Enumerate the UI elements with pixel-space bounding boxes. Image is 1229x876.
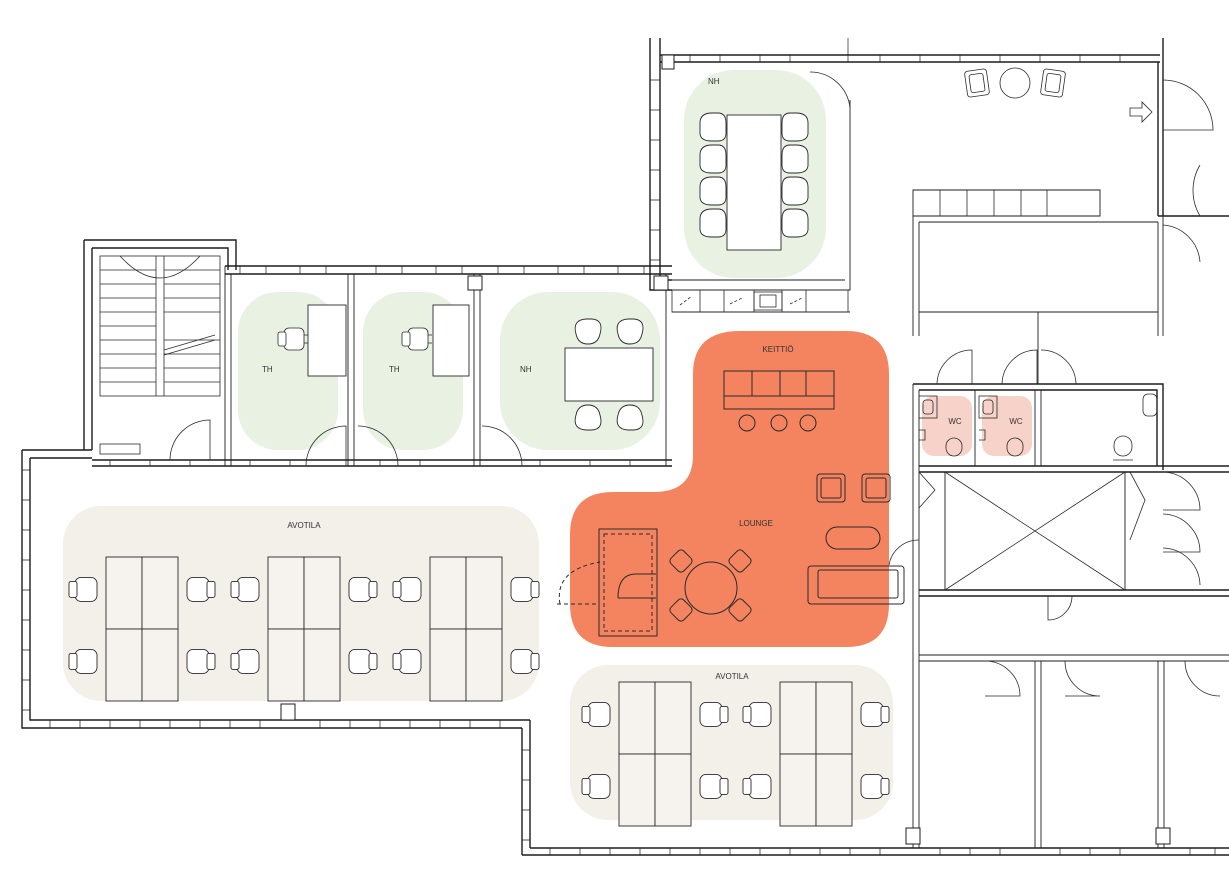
desk-chair <box>236 648 260 674</box>
desk-chair <box>860 773 884 799</box>
desk-chair-back <box>368 580 378 598</box>
avotila-desks <box>68 556 890 827</box>
desk <box>429 556 467 630</box>
desk-chair <box>74 576 98 602</box>
desk-chair-back <box>206 652 216 670</box>
desk <box>141 628 179 702</box>
lobby-furniture <box>939 67 1066 216</box>
desk-chair <box>860 701 884 727</box>
desk-chair-back <box>880 705 890 723</box>
label-nh-mid: NH <box>520 365 532 374</box>
lounge-furniture <box>557 370 905 637</box>
desk-chair <box>186 576 210 602</box>
desk <box>303 556 341 630</box>
desk-chair <box>74 648 98 674</box>
room-labels: NH TH TH NH KEITTIÖ LOUNGE WC WC AVOTILA… <box>262 77 1023 681</box>
desk <box>654 753 692 827</box>
desk-chair <box>186 648 210 674</box>
desk-chair-back <box>530 580 540 598</box>
desk <box>779 753 817 827</box>
label-nh-top: NH <box>708 77 720 86</box>
arrow-right-icon <box>1129 101 1153 123</box>
label-wc-2: WC <box>1009 417 1023 426</box>
desk <box>303 628 341 702</box>
staircase <box>99 255 221 455</box>
desk <box>267 628 305 702</box>
desk-chair-back <box>581 705 591 723</box>
desk-chair-back <box>368 652 378 670</box>
th-furniture <box>277 304 470 377</box>
desk <box>618 753 656 827</box>
desk-chair <box>398 576 422 602</box>
desk <box>141 556 179 630</box>
desk-chair <box>398 648 422 674</box>
desk <box>815 753 853 827</box>
desk-chair-back <box>742 705 752 723</box>
columns <box>280 54 1171 845</box>
desk-chair-back <box>719 705 729 723</box>
nh-top-furniture <box>699 112 809 251</box>
zone-wc-2 <box>982 396 1032 456</box>
desk <box>465 556 503 630</box>
nh-mid-furniture <box>564 318 654 431</box>
window-ticks <box>22 38 1216 855</box>
desk <box>815 681 853 755</box>
desk-chair-back <box>581 777 591 795</box>
desk <box>618 681 656 755</box>
doors <box>169 71 1221 697</box>
desk-chair-back <box>530 652 540 670</box>
desk-chair <box>748 773 772 799</box>
desk-chair <box>699 773 723 799</box>
kitchen-counter <box>671 289 849 313</box>
desk-chair-back <box>392 580 402 598</box>
label-avotila-left: AVOTILA <box>287 521 321 530</box>
wc-fixtures <box>918 393 1158 461</box>
desk <box>105 556 143 630</box>
zone-wc-1 <box>922 396 972 456</box>
desk-chair <box>587 701 611 727</box>
desk-chair-back <box>742 777 752 795</box>
zone-lounge <box>570 331 889 647</box>
label-avotila-right: AVOTILA <box>715 672 749 681</box>
desk-chair <box>748 701 772 727</box>
desk <box>429 628 467 702</box>
desk-chair <box>699 701 723 727</box>
desk-chair-back <box>880 777 890 795</box>
label-keittio: KEITTIÖ <box>762 345 793 354</box>
desk <box>654 681 692 755</box>
label-th-mid: TH <box>389 365 400 374</box>
label-lounge: LOUNGE <box>739 519 773 528</box>
desk-chair-back <box>206 580 216 598</box>
desk-chair-back <box>68 580 78 598</box>
desk <box>465 628 503 702</box>
desk <box>267 556 305 630</box>
desk-chair-back <box>719 777 729 795</box>
desk-chair-back <box>230 580 240 598</box>
desk-chair <box>510 648 534 674</box>
desk <box>105 628 143 702</box>
desk <box>779 681 817 755</box>
desk-chair <box>236 576 260 602</box>
label-wc-1: WC <box>948 417 962 426</box>
desk-chair-back <box>392 652 402 670</box>
desk-chair <box>348 648 372 674</box>
desk-chair <box>587 773 611 799</box>
desk-chair <box>348 576 372 602</box>
desk-chair-back <box>68 652 78 670</box>
label-th-left: TH <box>262 365 273 374</box>
desk-chair <box>510 576 534 602</box>
desk-chair-back <box>230 652 240 670</box>
